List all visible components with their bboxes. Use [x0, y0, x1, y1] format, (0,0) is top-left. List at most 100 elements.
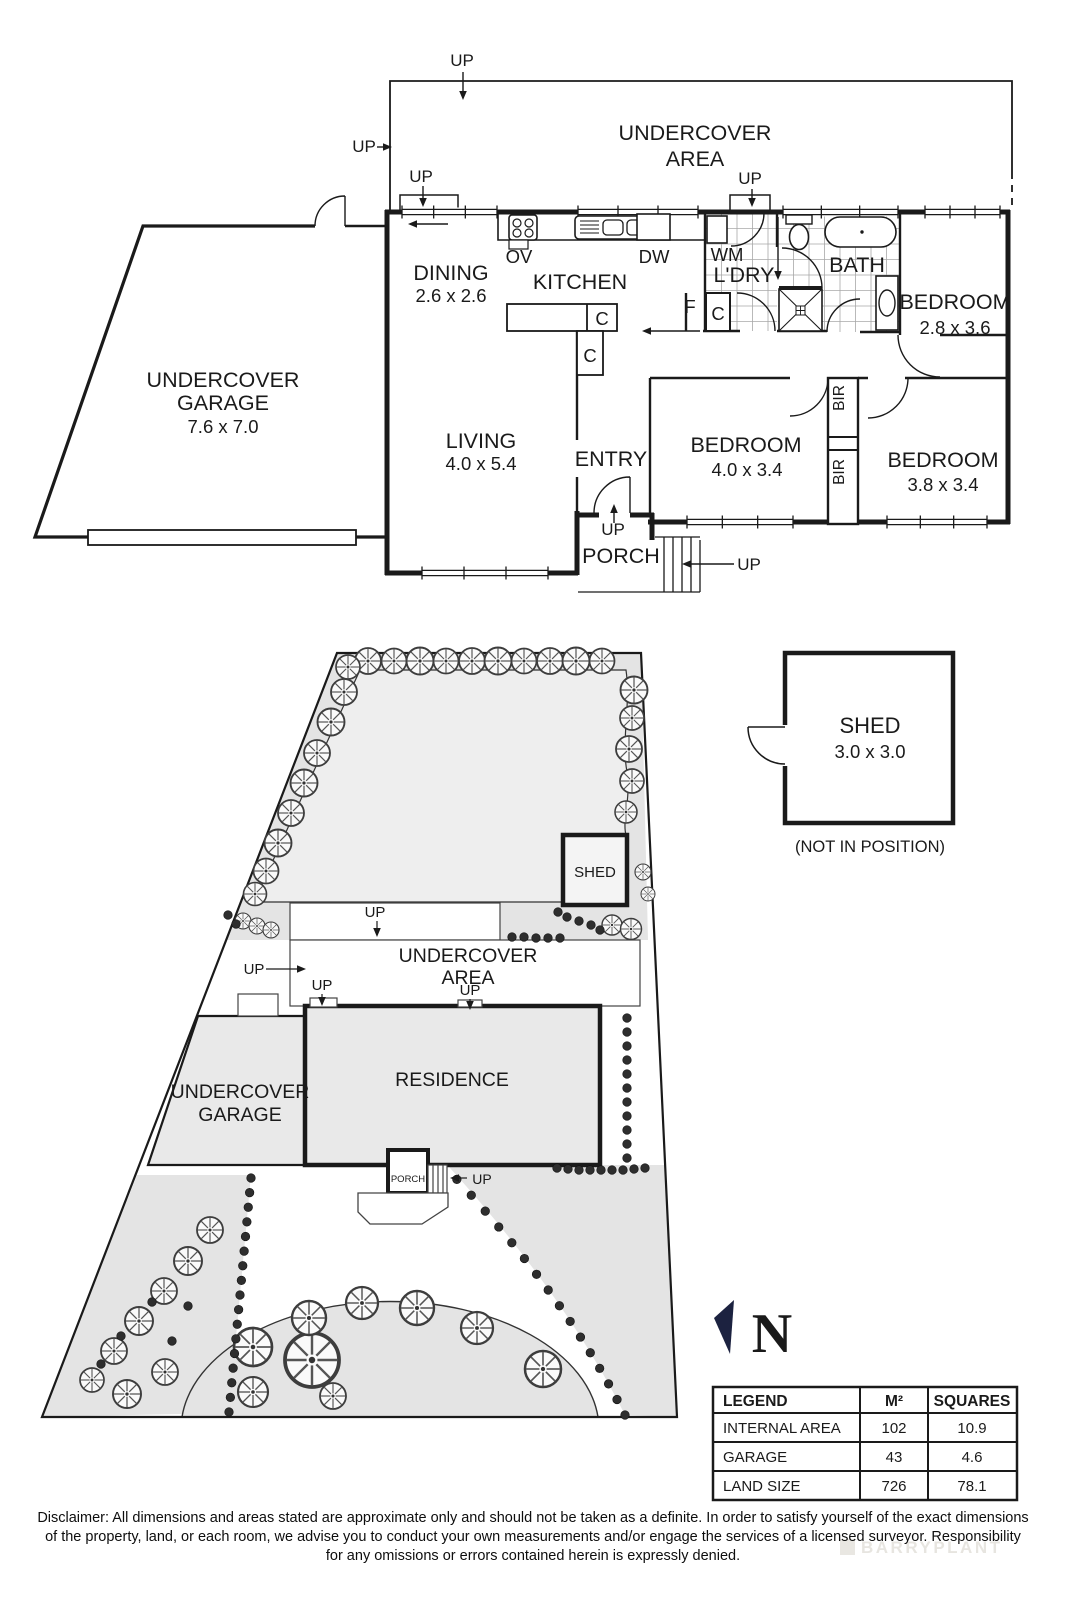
shrub-icon: [519, 932, 529, 942]
tree-icon: [459, 1310, 495, 1346]
legend-header: M²: [885, 1393, 903, 1410]
dishwasher-label: DW: [639, 246, 670, 267]
up-arrow-icon: [466, 999, 474, 1010]
bedroom2-dims: 3.8 x 3.4: [908, 474, 979, 495]
shed-position-note: (NOT IN POSITION): [795, 838, 945, 856]
site-residence-label: RESIDENCE: [395, 1069, 509, 1091]
site-undercover-label: UNDERCOVER: [399, 945, 538, 967]
bedroom2-label: BEDROOM: [887, 448, 998, 472]
shed-door-opening: [781, 725, 789, 766]
up-label: UP: [601, 520, 625, 539]
undercover-area-label: UNDERCOVER: [619, 121, 772, 145]
up-arrow-icon: [266, 965, 306, 973]
door-arc: [747, 726, 786, 765]
door-arc: [826, 298, 861, 333]
shrub-icon: [236, 1275, 246, 1285]
shrub-icon: [622, 1125, 632, 1135]
shrub-icon: [622, 1041, 632, 1051]
shed-detail-label: SHED: [839, 713, 900, 738]
window: [401, 205, 498, 219]
dining-label: DINING: [413, 261, 488, 285]
bathtub-icon: [824, 216, 897, 248]
shrub-icon: [229, 1348, 240, 1359]
disclaimer-line: for any omissions or errors contained he…: [326, 1548, 740, 1564]
legend-cell: 78.1: [957, 1478, 986, 1495]
tree-icon: [319, 1382, 347, 1410]
site-plan: UNDERCOVER AREA UNDERCOVER GARAGE RESIDE…: [40, 646, 679, 1420]
robe-divider: [828, 436, 858, 451]
tree-icon: [640, 886, 656, 902]
entry-label: ENTRY: [575, 447, 647, 471]
shrub-icon: [622, 1097, 632, 1107]
up-arrow-icon: [419, 186, 427, 207]
shrub-icon: [228, 1363, 238, 1373]
up-arrow-icon: [377, 143, 392, 151]
window: [421, 566, 549, 580]
shrub-icon: [622, 1111, 632, 1121]
front-walkway: [357, 1192, 449, 1225]
up-arrow-icon: [774, 217, 782, 280]
tree-icon: [263, 828, 293, 858]
tree-icon: [112, 1379, 142, 1409]
washing-machine-label: WM: [711, 244, 744, 265]
oven-label: OV: [506, 246, 533, 267]
up-label: UP: [738, 169, 762, 188]
shrub-icon: [231, 1334, 241, 1344]
legend-cell: GARAGE: [723, 1449, 787, 1466]
shrub-icon: [243, 1202, 253, 1212]
tree-icon: [252, 857, 280, 885]
cupboard-box: [705, 292, 731, 332]
garage-label: GARAGE: [177, 391, 269, 415]
cupboard-box: [576, 330, 604, 376]
robe-label: BIR: [831, 459, 848, 485]
shrub-icon: [555, 933, 565, 943]
tree-icon: [619, 917, 643, 941]
bedroom3-dims: 2.8 x 3.6: [920, 317, 991, 338]
tree-icon: [277, 799, 305, 827]
porch-label: PORCH: [582, 544, 660, 568]
legend-cell: 726: [881, 1478, 906, 1495]
shrub-icon: [622, 1055, 632, 1065]
shrub-icon: [239, 1246, 249, 1256]
up-arrow-icon: [642, 327, 700, 335]
site-porch: [386, 1148, 430, 1195]
bath-label: BATH: [829, 253, 885, 277]
shrub-icon: [562, 912, 572, 922]
shrub-icon: [618, 1165, 628, 1175]
shrub-icon: [235, 1290, 245, 1300]
living-dims: 4.0 x 5.4: [446, 453, 517, 474]
tree-icon: [173, 1246, 203, 1276]
stove-icon: [508, 214, 538, 250]
site-porch-label: PORCH: [391, 1174, 425, 1185]
window: [886, 515, 988, 529]
up-label: UP: [352, 137, 376, 156]
tree-icon: [615, 735, 643, 763]
shrub-icon: [234, 1305, 244, 1315]
shrub-icon: [147, 1297, 157, 1307]
kitchen-bench: [506, 303, 618, 332]
north-indicator: N: [714, 1300, 792, 1365]
undercover-area-outline: [389, 80, 1013, 210]
dishwasher-icon: [636, 213, 671, 241]
watermark: BARRYPLANT: [840, 1538, 1000, 1557]
tree-icon: [601, 914, 623, 936]
site-undercover-label: AREA: [441, 967, 494, 989]
legend-cell: INTERNAL AREA: [723, 1420, 841, 1437]
shrub-icon: [574, 1165, 584, 1175]
shrub-icon: [507, 1238, 517, 1248]
door-arc: [789, 377, 829, 417]
door-arc: [897, 334, 941, 378]
tree-icon: [242, 881, 268, 907]
up-label: UP: [450, 51, 474, 70]
legend-cell: 10.9: [957, 1420, 986, 1437]
tree-icon: [289, 768, 319, 798]
floor-plan: UNDERCOVER AREA UNDERCOVER GARAGE 7.6 x …: [32, 51, 1013, 593]
up-arrow-icon: [318, 994, 326, 1006]
tree-icon: [196, 1216, 224, 1244]
tree-icon: [523, 1349, 563, 1389]
tree-icon: [458, 647, 486, 675]
shrub-icon: [227, 1378, 237, 1388]
tree-icon: [303, 739, 331, 767]
laundry-label: L'DRY: [713, 263, 774, 287]
